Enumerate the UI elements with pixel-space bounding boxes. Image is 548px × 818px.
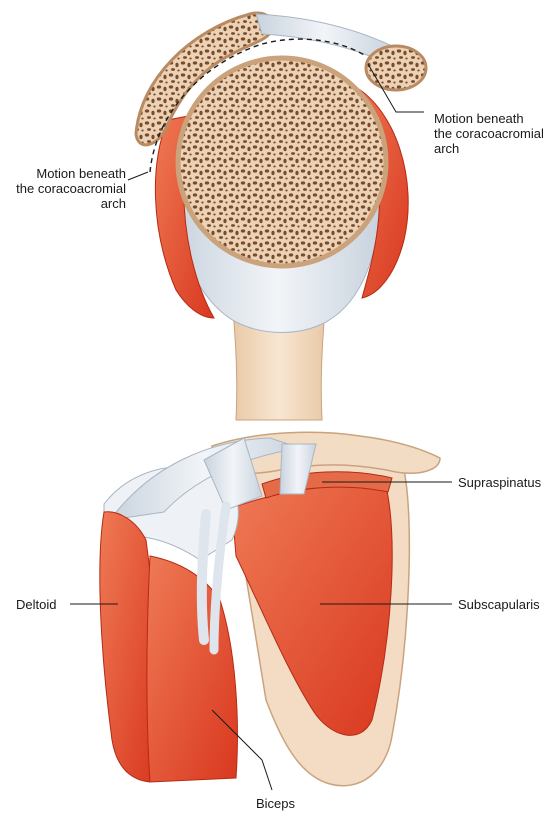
biceps-tendon-long [196, 509, 211, 645]
coracoid-process [364, 44, 428, 92]
leader-line-motion-left [127, 171, 149, 181]
label-motion-left: Motion beneath the coracoacromial arch [16, 166, 126, 211]
label-deltoid: Deltoid [16, 597, 57, 612]
humeral-head [175, 55, 389, 269]
label-subscapularis: Subscapularis [458, 597, 540, 612]
label-supraspinatus: Supraspinatus [458, 475, 542, 490]
coracoclavicular-band [279, 443, 317, 495]
biceps-muscle [146, 555, 238, 783]
rotator-cuff-tendons [108, 437, 301, 521]
coracoacromial-band [203, 437, 263, 511]
anterior-shoulder [70, 431, 452, 791]
humeral-head-section [127, 11, 428, 421]
label-biceps: Biceps [256, 796, 296, 811]
acromion [134, 11, 275, 147]
label-motion-right: Motion beneath the coracoacromial arch [434, 111, 544, 156]
leader-line-biceps [211, 709, 273, 791]
biceps-tendon-short [209, 501, 231, 655]
motion-path-dashed [149, 38, 367, 173]
leader-line-motion-right [367, 63, 424, 113]
